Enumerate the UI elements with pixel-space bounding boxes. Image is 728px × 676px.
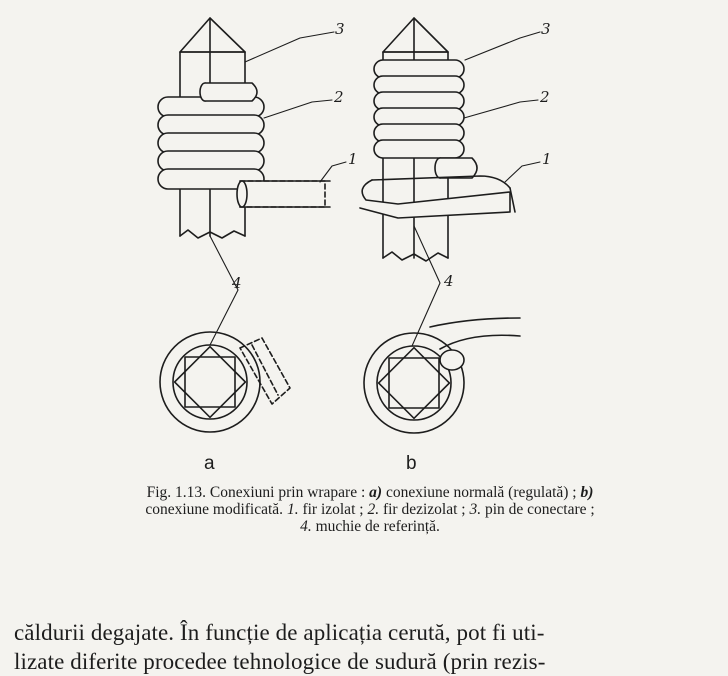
item-2-text: fir dezizolat ; [382,501,466,518]
fig-number: Fig. 1.13. [146,484,207,501]
fig-title: Conexiuni prin wrapare : [209,484,366,501]
callout-1-b: 1 [542,150,552,168]
body-line-1: căldurii degajate. În funcție de aplicaț… [14,620,545,645]
insulated-wire-b [359,175,516,219]
leader-lines [209,31,541,347]
body-line-2: lizate diferite procedee tehnologice de … [14,649,546,674]
sublabel-b: b [406,453,417,474]
item-3-text: pin de conectare ; [484,501,595,518]
cross-section-a [159,331,291,433]
item-4-text: muchie de referință. [315,518,440,535]
callout-2-a: 2 [333,88,344,106]
item-2-num: 2. [367,501,380,518]
cross-section-b [363,317,521,434]
insulated-wire-a [236,180,331,208]
marker-b: b) [580,484,594,501]
callout-4-a: 4 [231,274,242,292]
callout-3-b: 3 [541,20,551,38]
wrap-connection-figure: 3 2 1 4 3 2 1 4 a b [157,17,552,474]
figure-caption: Fig. 1.13. Conexiuni prin wrapare : a) c… [140,484,600,535]
text-b: conexiune modificată. [145,501,284,518]
sublabel-a: a [204,453,215,474]
item-1-text: fir izolat ; [302,501,364,518]
text-a: conexiune normală (regulată) ; [385,484,577,501]
body-paragraph: căldurii degajate. În funcție de aplicaț… [14,618,714,676]
marker-a: a) [369,484,383,501]
coil-b [373,59,478,179]
item-1-num: 1. [286,501,299,518]
callout-3-a: 3 [335,20,345,38]
coil-a [157,82,265,190]
item-3-num: 3. [469,501,482,518]
callout-4-b: 4 [443,272,454,290]
item-4-num: 4. [300,518,312,535]
callout-2-b: 2 [539,88,550,106]
callout-1-a: 1 [348,150,358,168]
